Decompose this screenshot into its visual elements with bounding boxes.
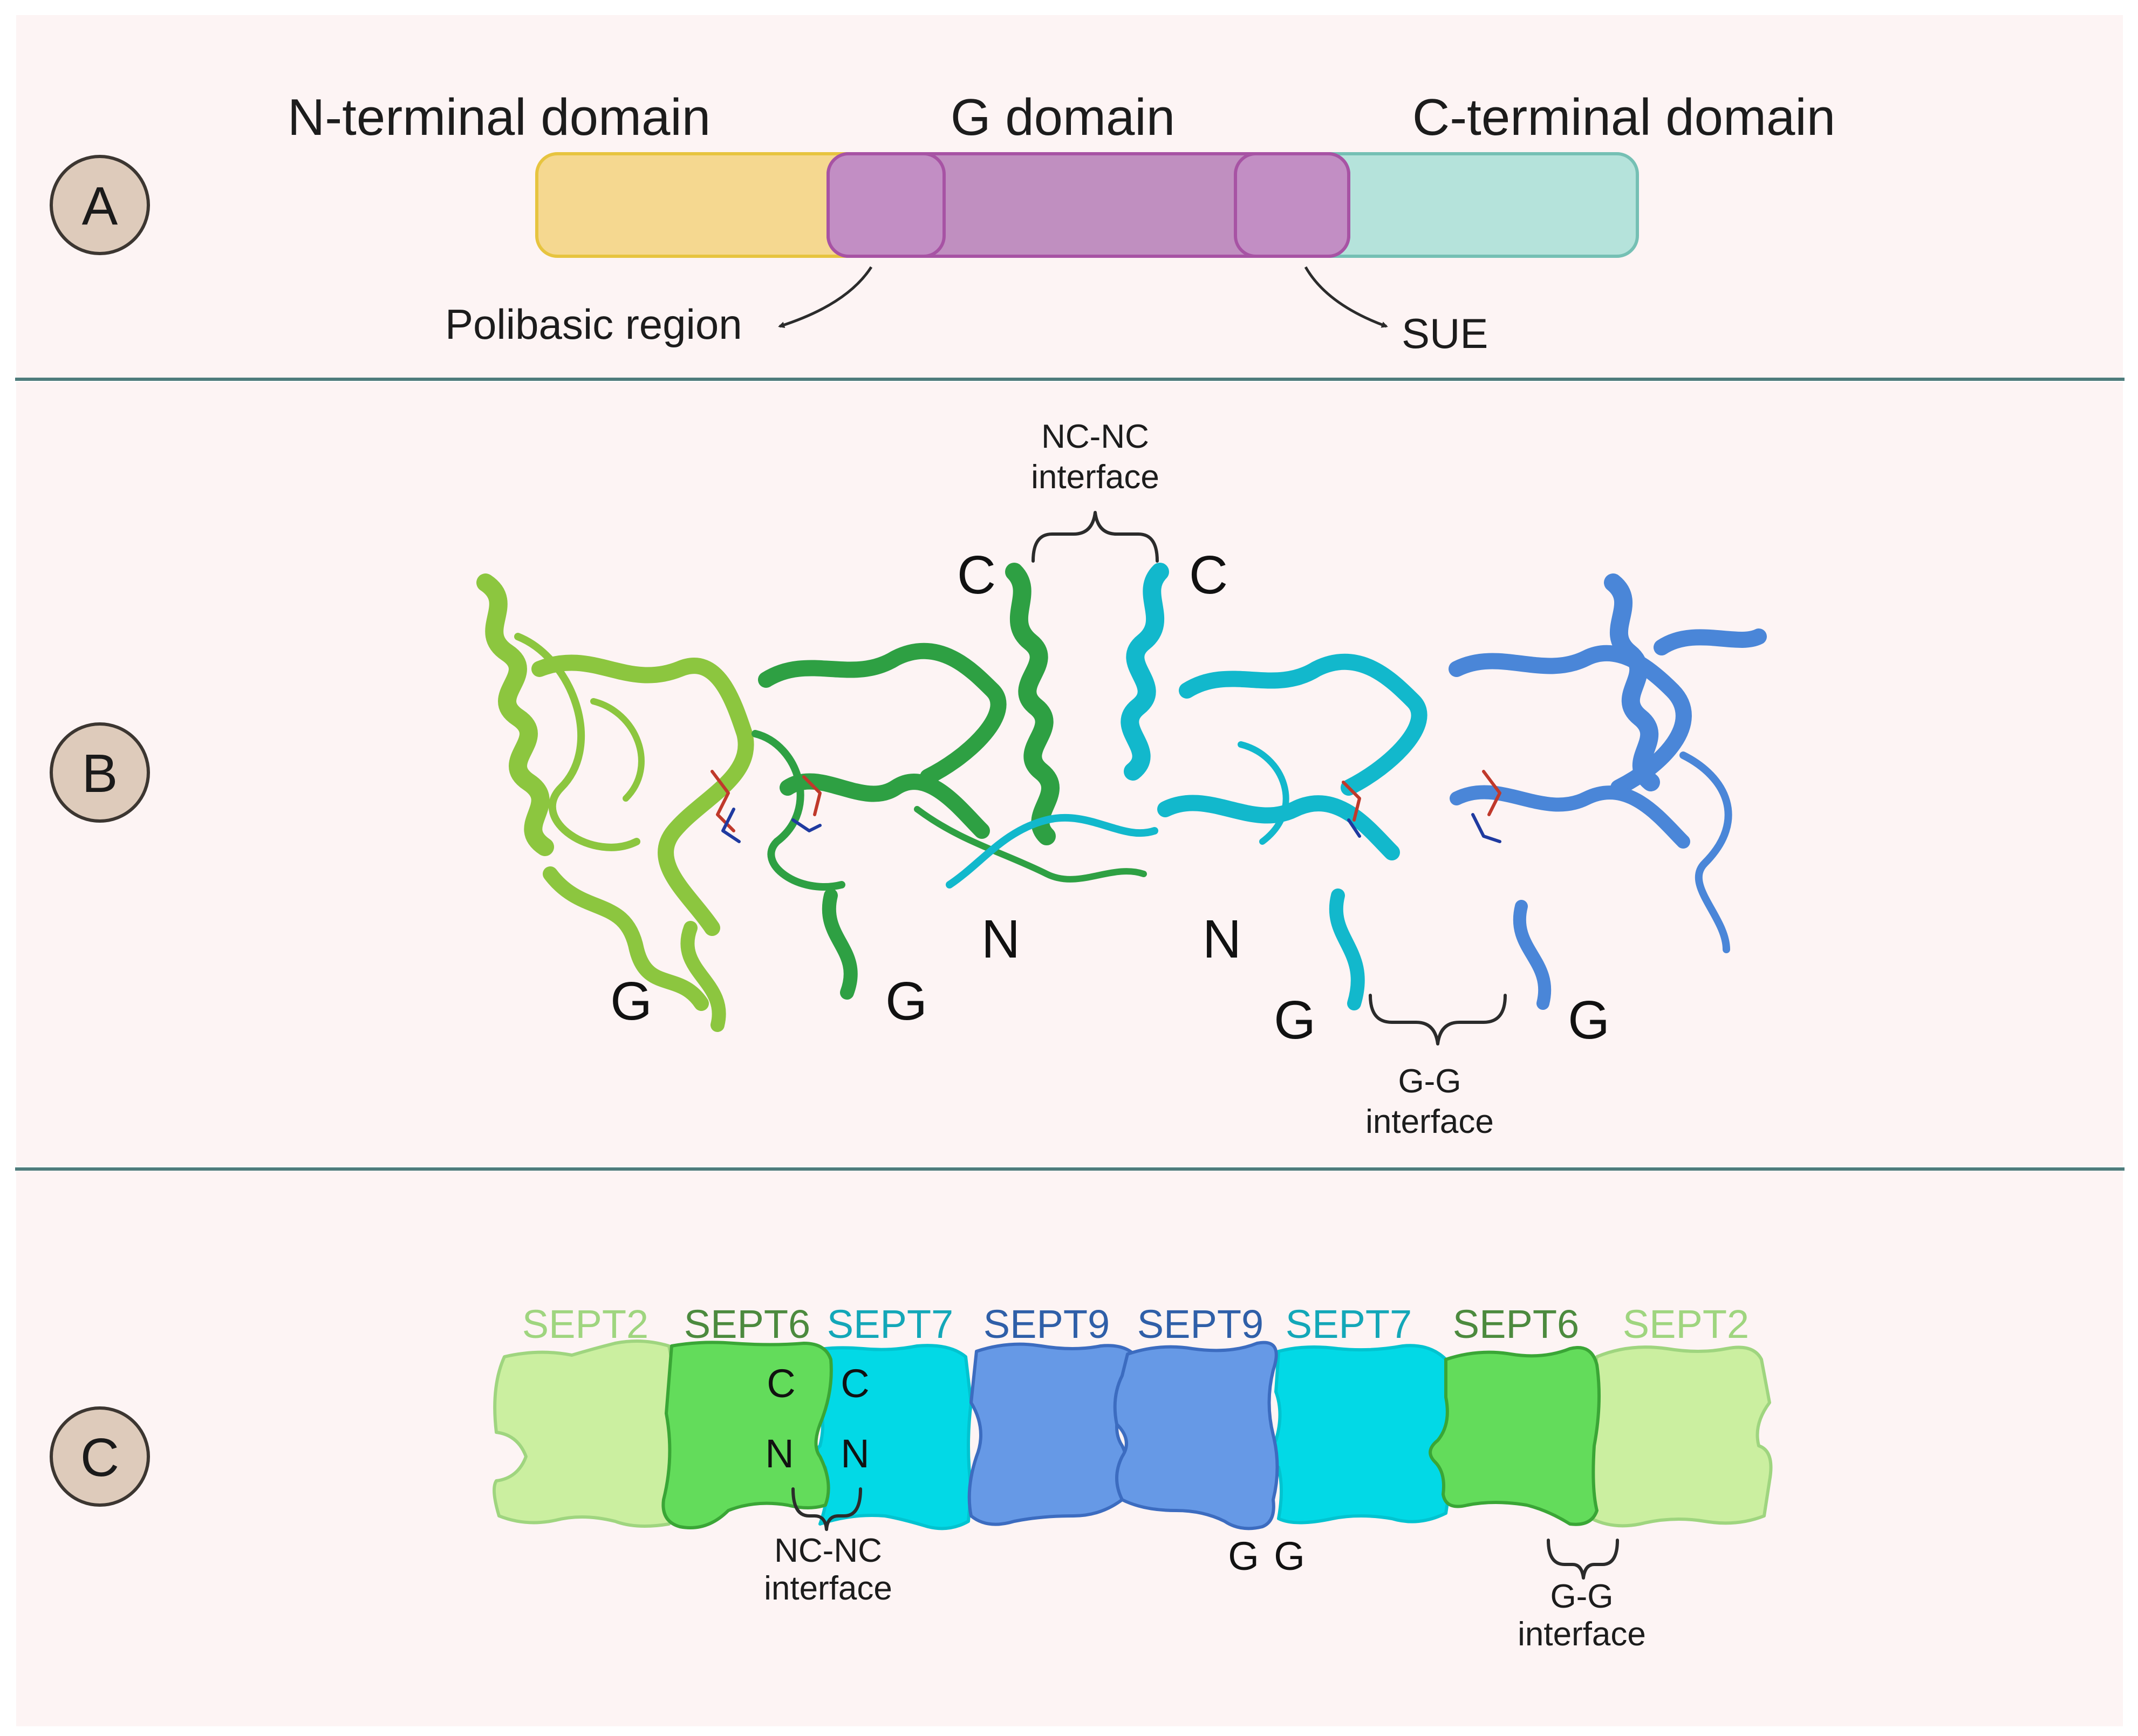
nucleotide-ligands xyxy=(711,770,1501,843)
panel-c-badge-letter: C xyxy=(80,1427,119,1488)
g-interface-label-4: G xyxy=(1568,990,1610,1050)
n-terminal-domain-label: N-terminal domain xyxy=(288,88,711,146)
gg-interface-bottom-line2: interface xyxy=(1518,1616,1646,1653)
subunit-label-2: SEPT6 xyxy=(684,1302,810,1347)
nc-interface-bottom-line1: NC-NC xyxy=(774,1532,882,1569)
gg-letter-left: G xyxy=(1228,1534,1259,1578)
gg-interface-top-line2: interface xyxy=(1365,1103,1494,1140)
nc-interface-top-line2: interface xyxy=(1031,459,1159,496)
nc-interface-bottom-line2: interface xyxy=(764,1570,892,1607)
gg-interface-bottom-line1: G-G xyxy=(1550,1578,1613,1615)
subunit-sept2-left xyxy=(493,1339,681,1528)
g-interface-label-1: G xyxy=(610,971,652,1031)
inner-n-label-right: N xyxy=(841,1431,869,1476)
g-interface-label-3: G xyxy=(1274,990,1316,1050)
subunit-label-6: SEPT7 xyxy=(1286,1302,1412,1347)
nc-interface-top-line1: NC-NC xyxy=(1041,418,1149,455)
subunit-sept9-right xyxy=(1113,1341,1279,1530)
nc-interface-bottom-brace xyxy=(791,1487,862,1531)
subunit-label-7: SEPT6 xyxy=(1453,1302,1579,1347)
protein-structure xyxy=(476,563,1767,1032)
panel-b: B xyxy=(50,418,1767,1140)
chain-1-ribbon xyxy=(476,573,754,1032)
subunit-label-1: SEPT2 xyxy=(522,1302,648,1347)
panel-b-badge: B xyxy=(50,722,150,823)
panel-a: A N-terminal domain G domain C-terminal … xyxy=(50,88,1835,357)
c-terminus-left-label: C xyxy=(957,545,996,605)
subunit-label-5: SEPT9 xyxy=(1137,1302,1263,1347)
chain-4-ribbon xyxy=(1449,573,1767,1010)
panel-b-background xyxy=(16,382,2123,1166)
inner-c-label-right: C xyxy=(841,1361,869,1406)
panel-c-badge: C xyxy=(50,1406,150,1507)
chain-2-ribbon xyxy=(752,563,1147,1000)
subunit-sept7-left xyxy=(808,1344,973,1530)
panel-b-badge-letter: B xyxy=(82,743,118,804)
c-terminus-right-label: C xyxy=(1189,545,1228,605)
gg-interface-top-line1: G-G xyxy=(1398,1063,1461,1100)
panel-c: C SEPT2 SEPT6 SEPT7 SEPT9 SEPT9 SEPT7 SE… xyxy=(50,1302,1773,1653)
filament-subunits xyxy=(493,1339,1773,1530)
subunit-sept6-right xyxy=(1429,1346,1601,1526)
panel-a-badge: A xyxy=(50,155,150,255)
subunit-label-4: SEPT9 xyxy=(983,1302,1110,1347)
subunit-label-8: SEPT2 xyxy=(1623,1302,1749,1347)
chain-3-ribbon xyxy=(946,563,1427,1010)
gg-letter-right: G xyxy=(1274,1534,1305,1578)
gg-interface-bottom-brace xyxy=(1547,1539,1619,1580)
sue-label: SUE xyxy=(1402,310,1488,357)
c-terminal-domain-label: C-terminal domain xyxy=(1412,88,1835,146)
subunit-labels: SEPT2 SEPT6 SEPT7 SEPT9 SEPT9 SEPT7 SEPT… xyxy=(522,1302,1749,1347)
n-terminus-left-label: N xyxy=(981,909,1020,969)
g-interface-label-2: G xyxy=(885,971,927,1031)
subunit-sept9-left xyxy=(967,1342,1140,1526)
polibasic-arrow xyxy=(778,266,873,328)
inner-c-label-left: C xyxy=(767,1361,795,1406)
polibasic-region-label: Polibasic region xyxy=(445,300,742,348)
polibasic-region-box xyxy=(826,152,946,258)
sue-arrow xyxy=(1304,266,1388,328)
panel-a-badge-letter: A xyxy=(82,176,118,236)
sue-region-box xyxy=(1234,152,1350,258)
inner-n-label-left: N xyxy=(765,1431,794,1476)
g-domain-label: G domain xyxy=(951,88,1175,146)
subunit-sept7-right xyxy=(1268,1344,1453,1525)
n-terminus-right-label: N xyxy=(1203,909,1241,969)
subunit-sept2-right xyxy=(1580,1345,1773,1528)
subunit-label-3: SEPT7 xyxy=(827,1302,953,1347)
nc-interface-top-brace xyxy=(1032,511,1159,563)
gg-interface-top-brace xyxy=(1369,994,1507,1045)
subunit-sept6-left xyxy=(661,1341,833,1529)
